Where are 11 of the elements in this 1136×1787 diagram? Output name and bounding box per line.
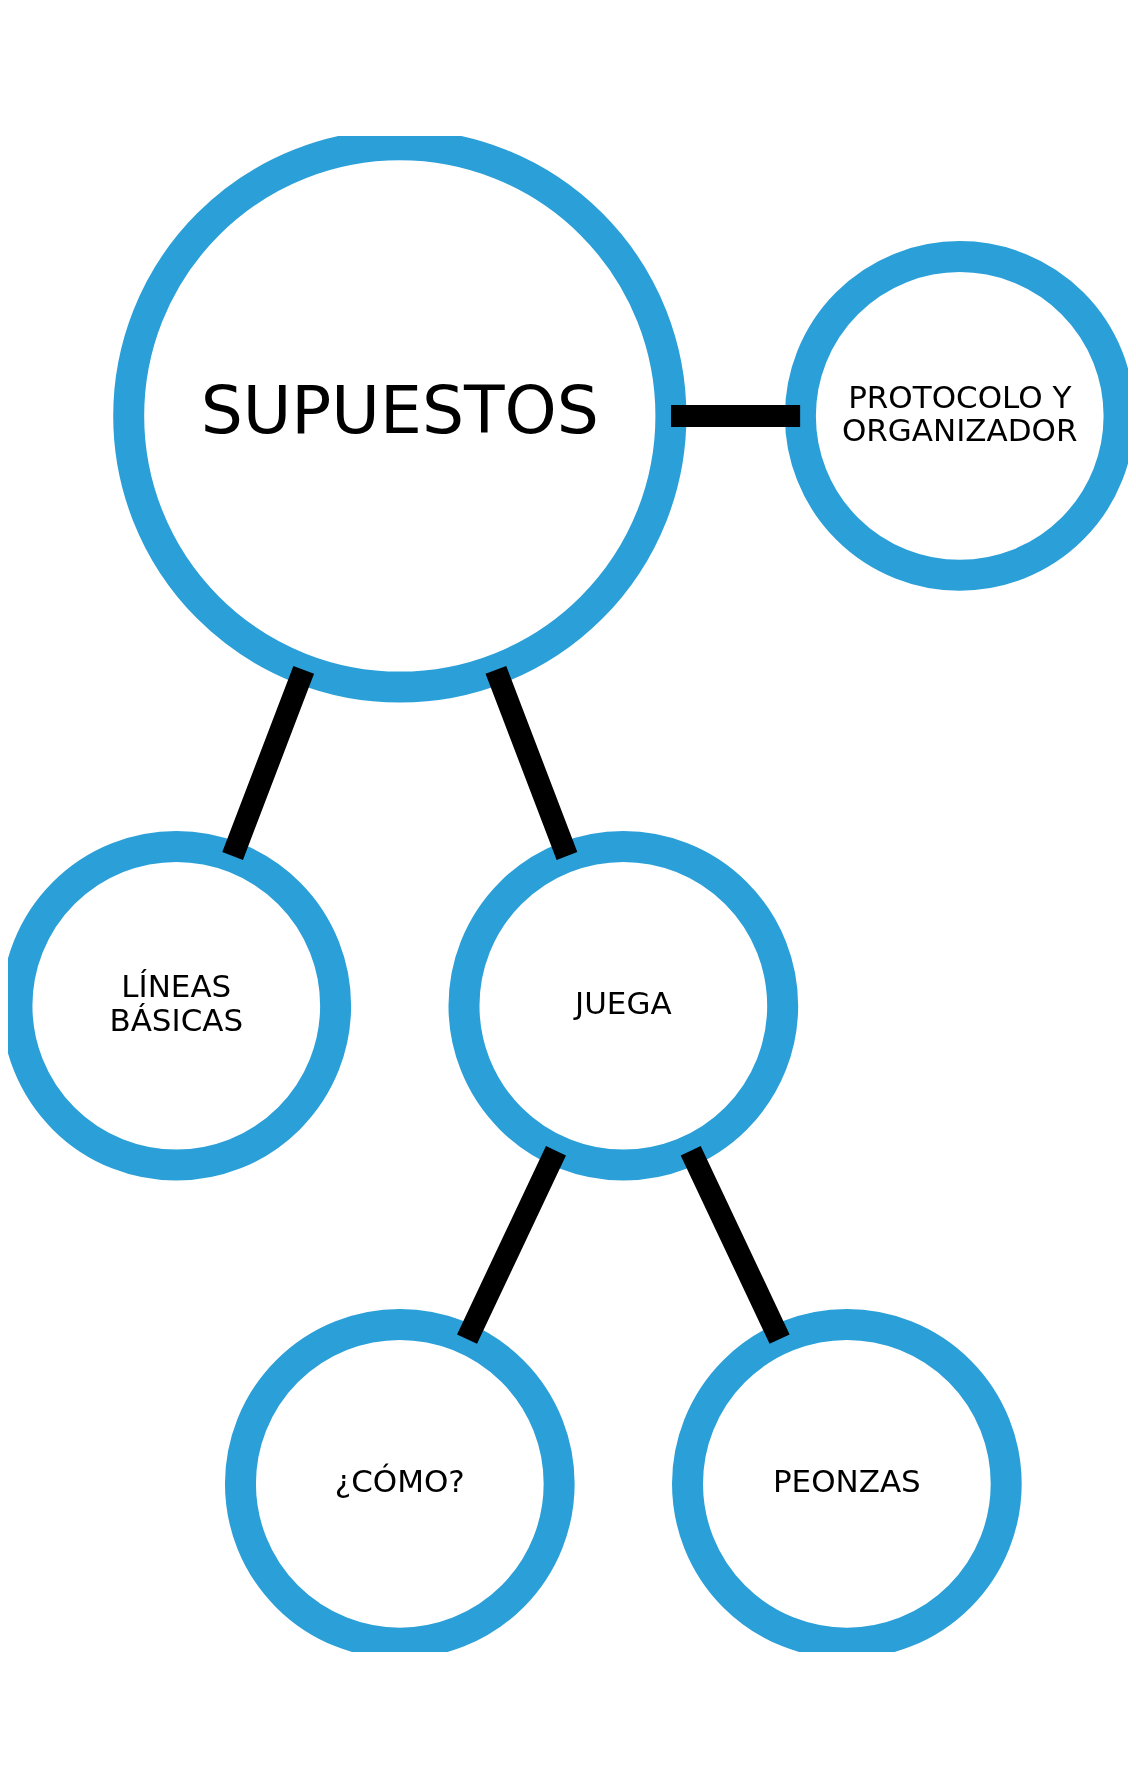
node-circle: LÍNEAS BÁSICAS (8, 830, 352, 1181)
node-circle: PEONZAS (672, 1308, 1022, 1652)
node-circle: SUPUESTOS (113, 135, 687, 703)
connector (680, 1145, 790, 1344)
node-circle: PROTOCOLO Y ORGANIZADOR (784, 240, 1128, 591)
connector (671, 404, 801, 427)
node-circle: ¿CÓMO? (224, 1308, 575, 1652)
connector (457, 1145, 566, 1344)
node-circle: JUEGA (448, 830, 799, 1181)
connector (222, 665, 315, 860)
connector (485, 665, 578, 860)
